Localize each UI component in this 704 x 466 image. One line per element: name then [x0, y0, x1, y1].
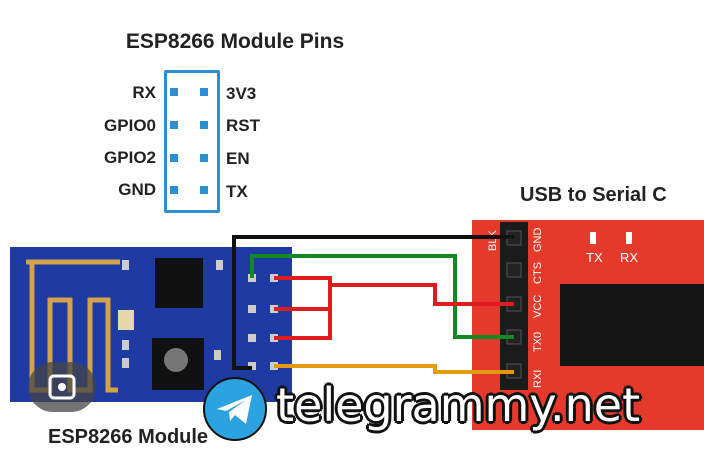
header-pin [200, 121, 208, 129]
crystal [118, 310, 134, 330]
header-pin [200, 154, 208, 162]
header-pins [170, 88, 208, 194]
wire-black [232, 235, 514, 370]
header-pin [170, 154, 178, 162]
pin-label-gpio0: GPIO0 [104, 116, 156, 135]
pin-label-tx: TX [226, 182, 248, 201]
wire-orange [274, 364, 514, 374]
usb-pin-blk: BLK [487, 230, 499, 251]
usb-pin-rxi: RXI [532, 370, 544, 388]
header-pin [170, 121, 178, 129]
usb-led-rx: RX [620, 250, 638, 265]
module-pin [248, 334, 256, 342]
espressif-logo [164, 348, 188, 372]
tx-led [590, 232, 596, 244]
wire-red [274, 276, 514, 340]
module-pin [248, 305, 256, 313]
pin-label-3v3: 3V3 [226, 84, 257, 103]
header-pin [170, 88, 178, 96]
usb-pin-gnd: GND [532, 228, 544, 253]
usb-pin-vcc: VCC [532, 295, 544, 318]
wire-green [250, 254, 514, 339]
wires [232, 235, 514, 374]
flash-chip [155, 258, 203, 308]
header-pin [200, 88, 208, 96]
usb-serial-title: USB to Serial C [520, 184, 667, 206]
pin-label-gpio2: GPIO2 [104, 148, 156, 167]
header-pin [170, 186, 178, 194]
diagram-title: ESP8266 Module Pins [125, 30, 345, 53]
telegram-icon [203, 377, 267, 441]
pin-label-en: EN [226, 149, 250, 168]
watermark-text: telegrammy.net [276, 378, 641, 432]
lens-icon[interactable] [28, 362, 96, 412]
usb-pin-tx0: TX0 [532, 332, 544, 352]
usb-led-tx: TX [586, 250, 603, 265]
pin-label-gnd: GND [118, 180, 156, 199]
usb-pin-cts: CTS [532, 262, 544, 284]
esp8266-module-label: ESP8266 Module [48, 426, 209, 448]
usb-chip [560, 284, 704, 366]
pin-label-rx: RX [132, 83, 156, 102]
rx-led [626, 232, 632, 244]
pin-label-rst: RST [226, 116, 260, 135]
header-pin [200, 186, 208, 194]
